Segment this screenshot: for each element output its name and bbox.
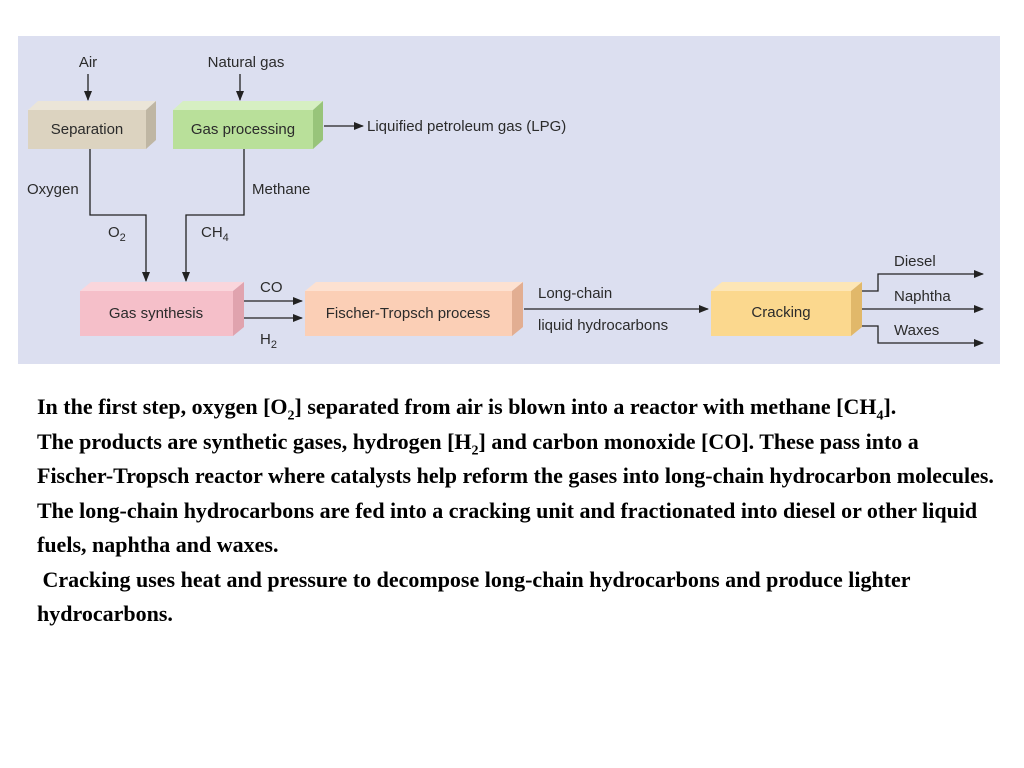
paragraph-first-step: In the first step, oxygen [O2] separated… [37, 394, 897, 424]
diagram-canvas: Separation Gas processing Gas synthesis … [27, 54, 984, 351]
paragraph-cracking: Cracking uses heat and pressure to decom… [37, 566, 916, 627]
gas-processing-box: Gas processing [173, 101, 323, 149]
methane-path [182, 149, 245, 282]
paragraph-products: The products are synthetic gases, hydrog… [37, 428, 994, 558]
separation-box: Separation [28, 101, 156, 149]
cracking-label: Cracking [751, 304, 810, 321]
process-diagram: Separation Gas processing Gas synthesis … [18, 36, 1000, 364]
lpg-label: Liquified petroleum gas (LPG) [367, 118, 566, 135]
fischer-tropsch-box: Fischer-Tropsch process [305, 282, 523, 336]
liquid-hydrocarbons-label: liquid hydrocarbons [538, 317, 668, 334]
gas-synthesis-box: Gas synthesis [80, 282, 244, 336]
separation-label: Separation [51, 121, 124, 138]
waxes-arrow [862, 325, 984, 347]
fischer-tropsch-label: Fischer-Tropsch process [326, 305, 491, 322]
oxygen-path [89, 149, 150, 282]
diesel-arrow [862, 270, 984, 292]
ch4-label: CH4 [201, 224, 229, 244]
naphtha-label: Naphtha [894, 288, 951, 305]
explanation-text: In the first step, oxygen [O2] separated… [37, 390, 997, 632]
oxygen-label: Oxygen [27, 181, 79, 198]
diesel-label: Diesel [894, 253, 936, 270]
natural-gas-label: Natural gas [208, 54, 285, 71]
long-chain-label: Long-chain [538, 285, 612, 302]
h2-label: H2 [260, 331, 277, 351]
air-label: Air [79, 54, 97, 71]
gas-processing-label: Gas processing [191, 121, 295, 138]
gas-synthesis-label: Gas synthesis [109, 305, 203, 322]
co-label: CO [260, 279, 283, 296]
methane-label: Methane [252, 181, 310, 198]
o2-label: O2 [108, 224, 126, 244]
waxes-label: Waxes [894, 322, 939, 339]
cracking-box: Cracking [711, 282, 862, 336]
